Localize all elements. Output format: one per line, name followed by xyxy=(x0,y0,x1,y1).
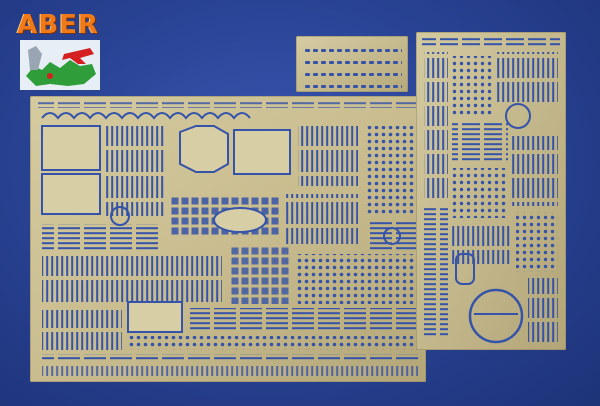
logo-text: ABER xyxy=(17,10,99,40)
tall-right-fret xyxy=(416,32,566,350)
logo-emblem-icon xyxy=(20,40,100,90)
small-top-fret xyxy=(296,36,408,92)
large-fret xyxy=(30,96,426,382)
aber-logo: ABER xyxy=(12,10,104,92)
